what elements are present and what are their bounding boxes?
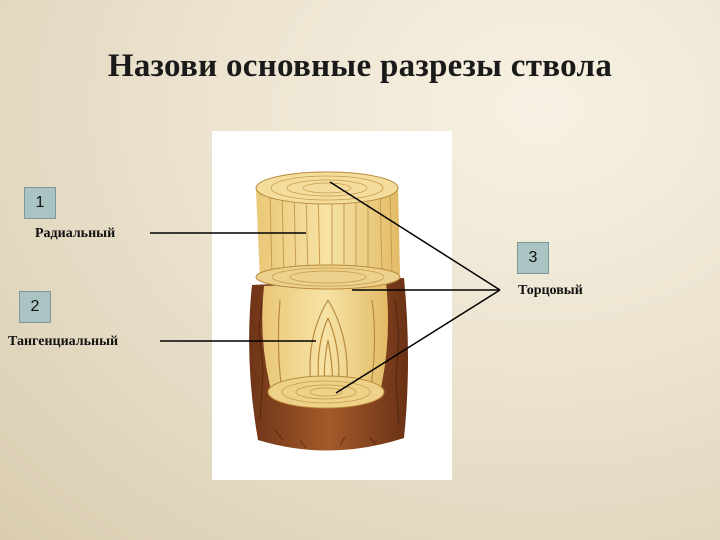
label-number-3[interactable]: 3	[517, 242, 549, 274]
label-number-2[interactable]: 2	[19, 291, 51, 323]
label-tangential: Тангенциальный	[8, 334, 118, 350]
label-number-1[interactable]: 1	[24, 187, 56, 219]
label-end: Торцовый	[518, 283, 583, 299]
top-end-grain	[256, 172, 398, 204]
label-radial: Радиальный	[35, 226, 115, 242]
